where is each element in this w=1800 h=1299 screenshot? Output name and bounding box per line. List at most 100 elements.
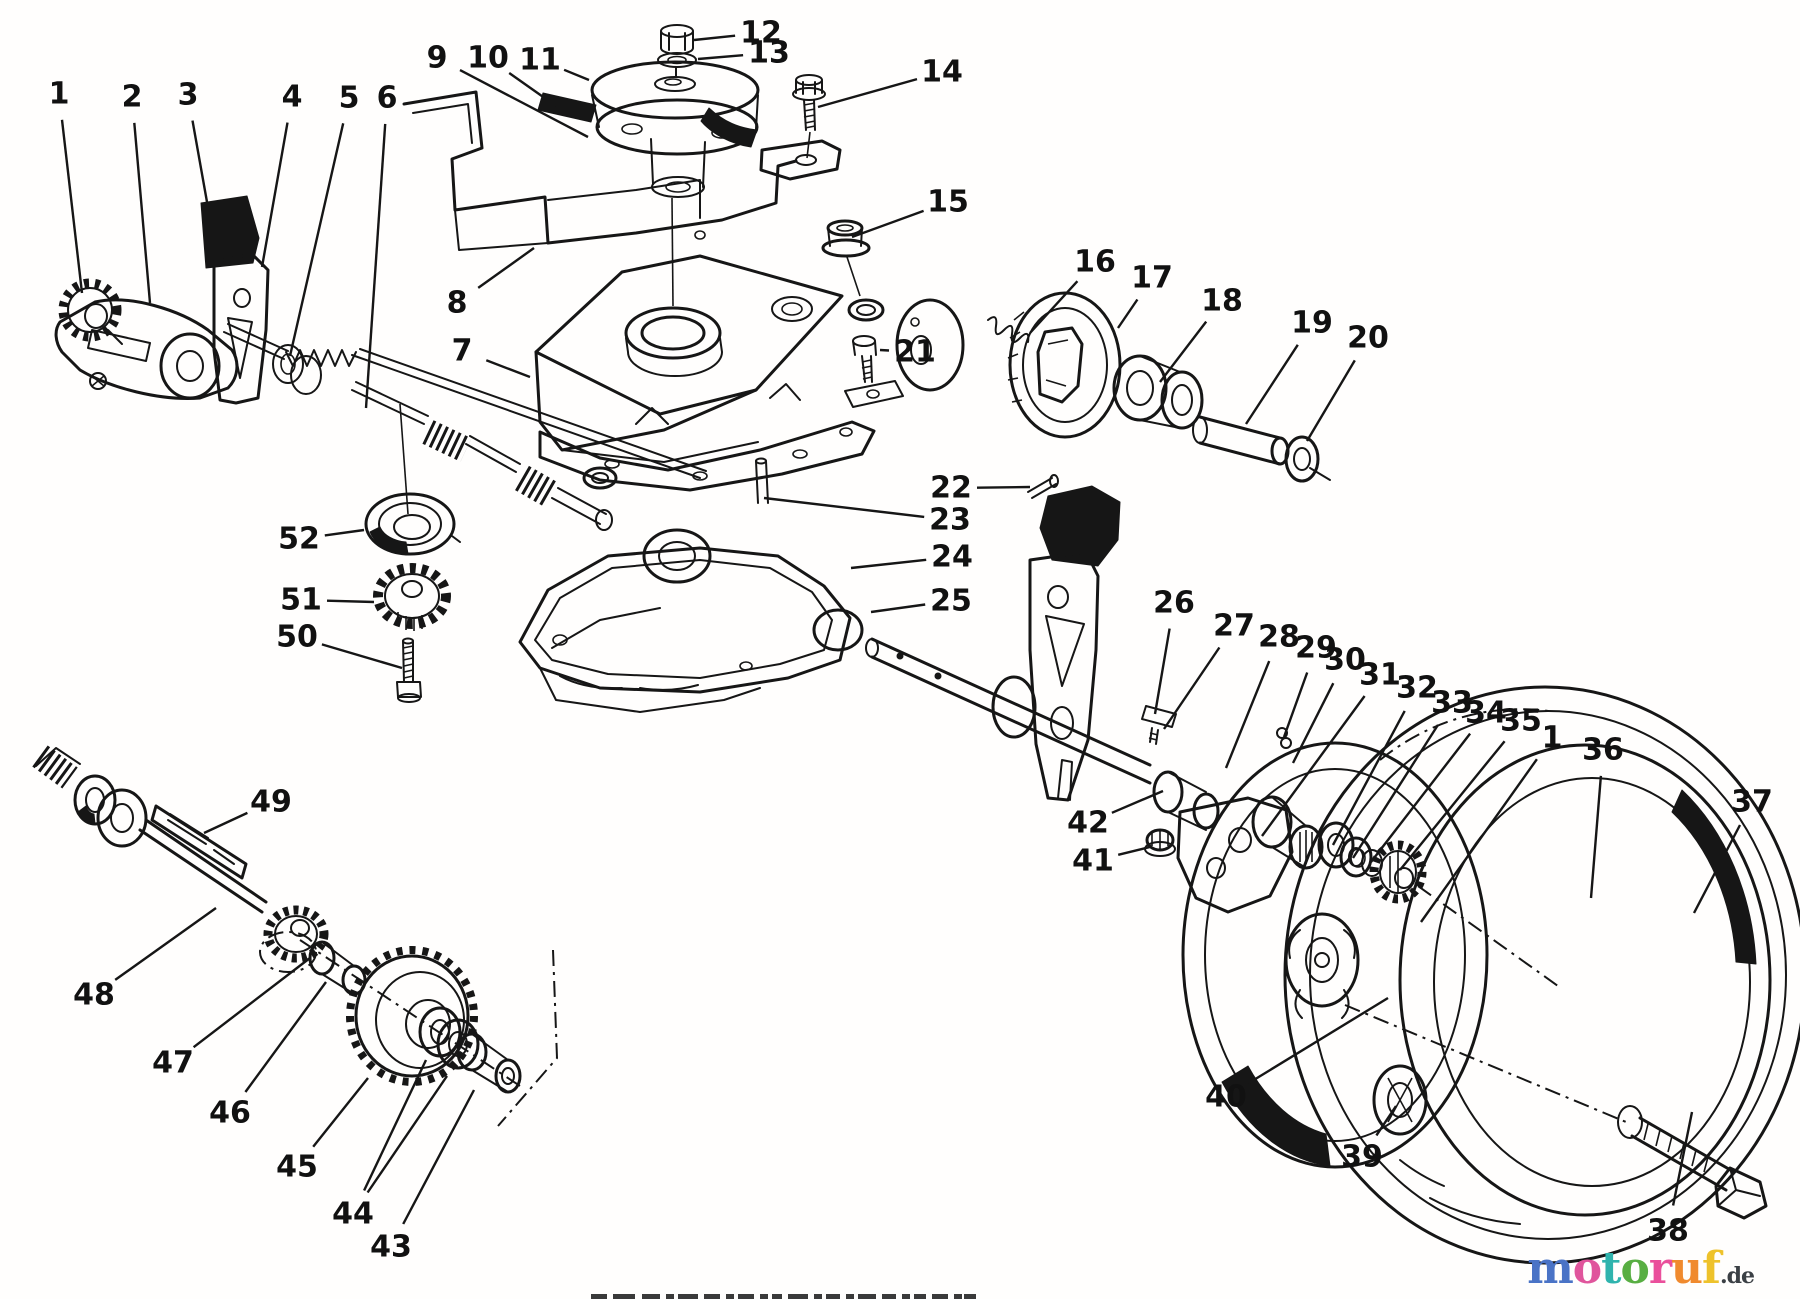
part-label-32-31: 32 xyxy=(1396,671,1438,706)
shift-arm-assembly xyxy=(54,195,322,405)
part-label-28-27: 28 xyxy=(1258,620,1300,655)
leader-line-11-10 xyxy=(563,68,590,82)
clipped-caption-fragment-19 xyxy=(954,1294,962,1299)
leader-line-50-50 xyxy=(321,643,403,670)
drive-washer-16 xyxy=(895,298,965,392)
part-label-8-7: 8 xyxy=(447,286,468,321)
leader-line-44-44 xyxy=(366,1075,448,1194)
part-label-12-11: 12 xyxy=(740,16,782,51)
leader-line-21-20 xyxy=(879,348,890,352)
part-label-16-15: 16 xyxy=(1074,245,1116,280)
drive-sprocket-17 xyxy=(1007,291,1122,439)
leader-line-15-14 xyxy=(851,209,925,239)
clipped-caption-fragment-5 xyxy=(704,1294,720,1299)
part-label-1-0: 1 xyxy=(49,77,70,112)
leader-line-23-22 xyxy=(763,496,925,519)
leader-line-22-21 xyxy=(976,485,1031,489)
watermark-letter: f xyxy=(1702,1243,1721,1294)
part-label-3-2: 3 xyxy=(178,78,199,113)
part-label-49-49: 49 xyxy=(250,785,292,820)
leader-line-40-40 xyxy=(1247,996,1389,1085)
leader-line-24-23 xyxy=(850,558,927,570)
part-label-25-24: 25 xyxy=(930,584,972,619)
leader-line-6-5 xyxy=(364,123,387,409)
leader-line-46-46 xyxy=(244,981,327,1093)
clipped-caption-fragment-12 xyxy=(826,1294,840,1299)
clipped-caption-fragment-10 xyxy=(788,1294,808,1299)
axle-shaft xyxy=(865,637,1177,785)
leader-line-9-8 xyxy=(459,69,589,139)
leader-line-8-7 xyxy=(477,247,535,289)
part-label-34-33: 34 xyxy=(1465,696,1507,731)
leader-line-31-30 xyxy=(1261,695,1366,837)
leader-line-36-36 xyxy=(1589,775,1603,899)
axle-bracket xyxy=(1028,485,1121,802)
leader-line-1-0 xyxy=(60,119,84,294)
part-label-36-36: 36 xyxy=(1582,733,1624,768)
part-label-13-12: 13 xyxy=(748,36,790,71)
part-label-27-26: 27 xyxy=(1213,609,1255,644)
leader-line-39-39 xyxy=(1375,1105,1397,1137)
part-label-19-18: 19 xyxy=(1291,306,1333,341)
part-label-50-50: 50 xyxy=(276,620,318,655)
part-label-43-43: 43 xyxy=(370,1230,412,1265)
washers-32-33-34 xyxy=(1317,821,1383,878)
leader-line-44-44 xyxy=(363,1059,428,1192)
leader-line-38-38 xyxy=(1671,1111,1694,1206)
part-label-39-39: 39 xyxy=(1341,1140,1383,1175)
part-label-24-23: 24 xyxy=(931,540,973,575)
leader-line-45-45 xyxy=(312,1077,369,1148)
part-label-14-13: 14 xyxy=(921,55,963,90)
part-label-9-8: 9 xyxy=(427,41,448,76)
part-label-4-3: 4 xyxy=(282,80,303,115)
part-label-26-25: 26 xyxy=(1153,586,1195,621)
part-label-23-22: 23 xyxy=(929,503,971,538)
watermark-letter: o xyxy=(1620,1243,1649,1294)
part-label-10-9: 10 xyxy=(467,41,509,76)
leader-line-2-1 xyxy=(133,122,152,304)
case-bolt-50 xyxy=(396,637,422,703)
leader-line-42-42 xyxy=(1111,789,1164,814)
clipped-caption-fragment-17 xyxy=(914,1294,926,1299)
clipped-caption-fragment-9 xyxy=(772,1294,782,1299)
hub-cap-39 xyxy=(1372,1064,1428,1136)
watermark-letter: t xyxy=(1601,1243,1621,1294)
part-label-2-1: 2 xyxy=(122,80,143,115)
leader-line-48-48 xyxy=(114,907,217,981)
leader-line-7-6 xyxy=(485,359,531,379)
watermark-letter: r xyxy=(1648,1243,1672,1294)
thrust-washer-20 xyxy=(1284,435,1331,483)
leader-line-28-27 xyxy=(1224,660,1271,769)
watermark-letter: o xyxy=(1572,1243,1602,1294)
watermark-motoruf: motoruf.de xyxy=(1527,1247,1755,1291)
clipped-caption-fragment-0 xyxy=(591,1294,607,1299)
leader-line-26-25 xyxy=(1153,628,1171,715)
clipped-caption-fragment-6 xyxy=(726,1294,734,1299)
part-label-17-16: 17 xyxy=(1131,261,1173,296)
leader-line-17-16 xyxy=(1117,298,1139,329)
leader-line-34-33 xyxy=(1370,732,1472,863)
roller-pin-19 xyxy=(1192,415,1290,466)
clipped-caption-fragment-1 xyxy=(613,1294,635,1299)
part-label-21-20: 21 xyxy=(894,335,936,370)
part-label-45-45: 45 xyxy=(276,1150,318,1185)
leader-line-43-43 xyxy=(402,1089,476,1225)
leader-line-5-4 xyxy=(288,123,345,357)
clipped-caption-fragment-7 xyxy=(738,1294,754,1299)
part-label-7-6: 7 xyxy=(452,334,473,369)
leader-line-52-52 xyxy=(324,528,365,537)
part-label-37-37: 37 xyxy=(1731,785,1773,820)
part-label-30-29: 30 xyxy=(1324,643,1366,678)
part-label-20-19: 20 xyxy=(1347,321,1389,356)
leader-line-16-15 xyxy=(1029,280,1079,334)
pulley-assembly xyxy=(537,24,760,307)
axle-bushing-42 xyxy=(1152,770,1220,831)
leader-line-3-2 xyxy=(191,120,209,203)
leader-line-4-3 xyxy=(260,122,289,268)
leader-line-49-49 xyxy=(203,811,248,835)
part-label-22-21: 22 xyxy=(930,471,972,506)
mounting-bolt-14 xyxy=(792,74,826,159)
part-label-40-40: 40 xyxy=(1205,1080,1247,1115)
